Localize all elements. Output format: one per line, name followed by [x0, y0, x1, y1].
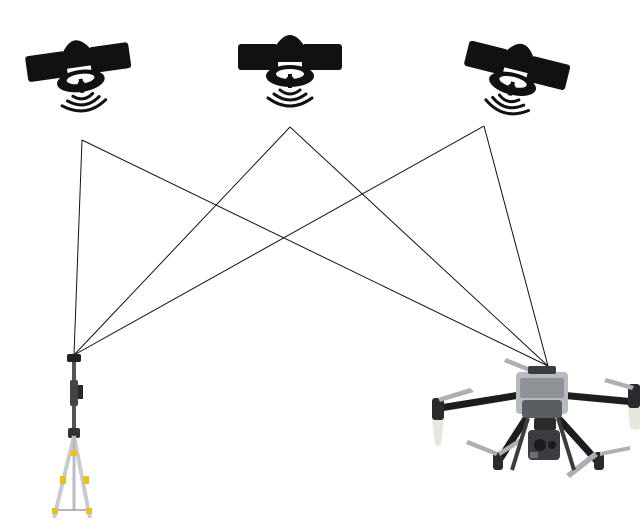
signal-line-satellite-1-to-gnss-base-station	[74, 140, 82, 355]
satellite-3-icon	[455, 31, 573, 125]
gnss-base-station-icon	[52, 354, 92, 518]
signal-lines	[74, 126, 548, 366]
satellite-1-icon	[24, 33, 137, 118]
signal-line-satellite-2-to-gnss-base-station	[74, 127, 290, 355]
signal-line-satellite-1-to-drone	[82, 140, 548, 366]
satellite-2-icon	[238, 35, 342, 106]
drone-icon	[432, 358, 640, 478]
signal-line-satellite-3-to-gnss-base-station	[74, 126, 484, 355]
signal-line-satellite-3-to-drone	[484, 126, 548, 366]
